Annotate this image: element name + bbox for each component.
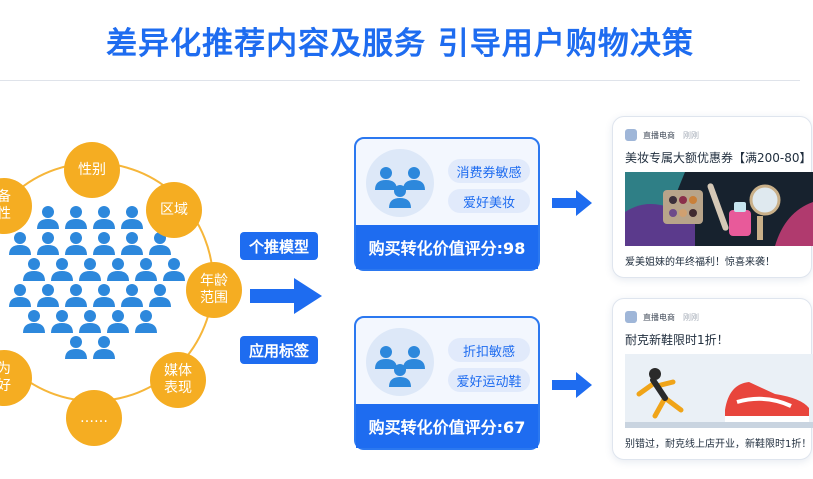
users-icon xyxy=(375,346,425,387)
tag-gender: 性别 xyxy=(64,142,120,198)
right-arrow-icon xyxy=(250,278,322,314)
title-divider xyxy=(0,80,800,81)
tag-region: 区域 xyxy=(146,182,202,238)
notification-caption: 爱美姐妹的年终福利！惊喜来袭！ xyxy=(625,257,775,268)
tag-chip: 消费券敏感 xyxy=(448,159,530,183)
app-logo-icon xyxy=(625,311,637,323)
tag-age-range: 年龄 范围 xyxy=(186,262,242,318)
timestamp: 刚刚 xyxy=(683,312,699,322)
tags-button: 应用标签 xyxy=(240,336,318,364)
push-notification-card[interactable]: 直播电商 刚刚 美妆专属大额优惠券【满200-80】 爱美姐妹的年终福利！惊喜来… xyxy=(612,116,813,278)
right-arrow-icon xyxy=(552,190,592,216)
notification-source: 直播电商 刚刚 xyxy=(625,311,699,323)
sneaker-image xyxy=(625,354,813,428)
push-notification-card[interactable]: 直播电商 刚刚 耐克新鞋限时1折！ 别错过，耐克线上店开业，新鞋限时1折！ xyxy=(612,298,813,460)
users-icon xyxy=(375,167,425,208)
user-profile-card: 折扣敏感 爱好运动鞋 购买转化价值评分:67 xyxy=(354,316,540,450)
user-group-avatar xyxy=(366,328,434,396)
tag-chip: 爱好运动鞋 xyxy=(448,368,530,392)
right-arrow-icon xyxy=(552,372,592,398)
tag-media: 媒体 表现 xyxy=(150,352,206,408)
tag-more: …… xyxy=(66,390,122,446)
user-group-avatar xyxy=(366,149,434,217)
tag-chip: 折扣敏感 xyxy=(448,338,530,362)
source-name: 直播电商 xyxy=(643,312,675,322)
notification-headline: 美妆专属大额优惠券【满200-80】 xyxy=(625,151,812,165)
user-profile-card: 消费券敏感 爱好美妆 购买转化价值评分:98 xyxy=(354,137,540,271)
timestamp: 刚刚 xyxy=(683,130,699,140)
app-logo-icon xyxy=(625,129,637,141)
notification-headline: 耐克新鞋限时1折！ xyxy=(625,333,729,347)
conversion-score: 购买转化价值评分:98 xyxy=(356,225,538,269)
notification-source: 直播电商 刚刚 xyxy=(625,129,699,141)
cosmetics-image xyxy=(625,172,813,246)
page-title: 差异化推荐内容及服务 引导用户购物决策 xyxy=(106,26,694,62)
tag-chip: 爱好美妆 xyxy=(448,189,530,213)
conversion-score: 购买转化价值评分:67 xyxy=(356,404,538,448)
notification-caption: 别错过，耐克线上店开业，新鞋限时1折！ xyxy=(625,439,812,450)
source-name: 直播电商 xyxy=(643,130,675,140)
model-button: 个推模型 xyxy=(240,232,318,260)
